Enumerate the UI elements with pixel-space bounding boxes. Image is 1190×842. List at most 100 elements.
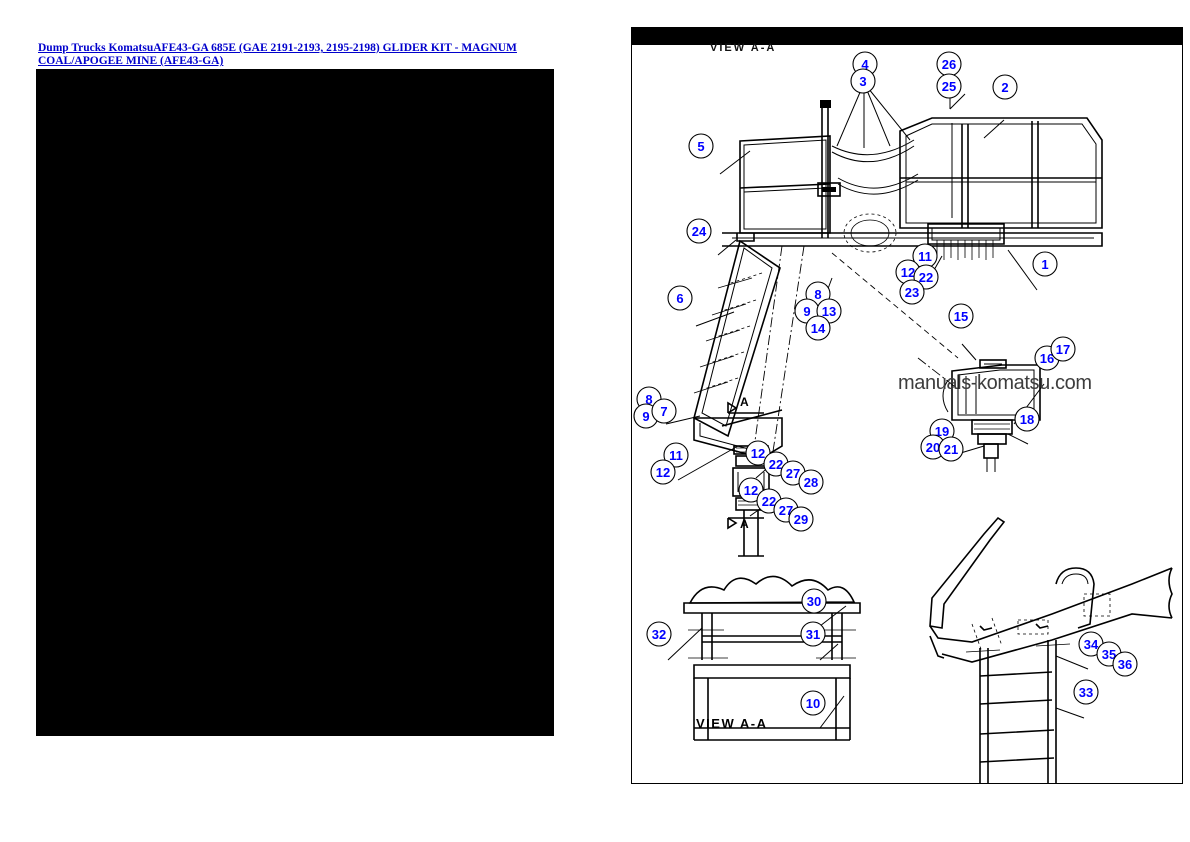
callout-6[interactable]: 6 <box>667 285 693 311</box>
callout-15[interactable]: 15 <box>948 303 974 329</box>
callout-number: 11 <box>669 448 683 463</box>
callout-bubble[interactable] <box>948 303 974 329</box>
section-label-bottom: A <box>740 517 749 531</box>
callout-36[interactable]: 36 <box>1112 651 1138 677</box>
callout-bubble[interactable] <box>800 690 826 716</box>
callout-number: 12 <box>656 465 670 480</box>
callout-22[interactable]: 22 <box>756 488 782 514</box>
callout-11[interactable]: 11 <box>663 442 689 468</box>
callout-number: 3 <box>859 74 866 89</box>
callout-number: 9 <box>642 409 649 424</box>
left-pane: Dump Trucks KomatsuAFE43-GA 685E (GAE 21… <box>36 42 554 736</box>
callout-number: 24 <box>692 224 707 239</box>
callout-bubble[interactable] <box>1073 679 1099 705</box>
callout-11[interactable]: 11 <box>912 243 938 269</box>
title-link-prefix[interactable]: Dump Trucks Komatsu <box>38 42 154 54</box>
callout-number: 25 <box>942 79 956 94</box>
callout-number: 20 <box>926 440 940 455</box>
callout-5[interactable]: 5 <box>688 133 714 159</box>
callout-bubble[interactable] <box>688 133 714 159</box>
callout-bubble[interactable] <box>1032 251 1058 277</box>
callout-bubble[interactable] <box>936 73 962 99</box>
callout-bubble[interactable] <box>801 588 827 614</box>
callout-bubble[interactable] <box>805 315 831 341</box>
view-aa-group: VIEW A-A <box>683 575 861 741</box>
callout-number: 8 <box>645 392 652 407</box>
callout-number: 13 <box>822 304 836 319</box>
callout-bubble[interactable] <box>651 398 677 424</box>
callout-3[interactable]: 3 <box>850 68 876 94</box>
callout-17[interactable]: 17 <box>1050 336 1076 362</box>
callout-bubble[interactable] <box>798 469 824 495</box>
callout-28[interactable]: 28 <box>798 469 824 495</box>
exploded-parts-drawing: A A <box>633 51 1173 783</box>
callout-number: 14 <box>811 321 826 336</box>
callout-number: 32 <box>652 627 666 642</box>
callout-bubble[interactable] <box>788 506 814 532</box>
callout-21[interactable]: 21 <box>938 436 964 462</box>
callout-number: 33 <box>1079 685 1093 700</box>
callout-number: 11 <box>918 249 932 264</box>
callout-bubble[interactable] <box>650 459 676 485</box>
section-label-top: A <box>740 395 749 409</box>
callout-number: 12 <box>744 483 758 498</box>
callout-bubble[interactable] <box>1014 406 1040 432</box>
page-preview-thumbnail[interactable] <box>36 69 554 736</box>
callout-leader-lines <box>665 74 1089 729</box>
clipped-header-text: VIEW A-A <box>710 42 777 51</box>
callout-10[interactable]: 10 <box>800 690 826 716</box>
callout-number: 10 <box>806 696 820 711</box>
callout-number: 22 <box>762 494 776 509</box>
callout-bubble[interactable] <box>667 285 693 311</box>
callout-12[interactable]: 12 <box>650 459 676 485</box>
callout-number: 28 <box>804 475 818 490</box>
callout-number: 22 <box>919 270 933 285</box>
callout-26[interactable]: 26 <box>936 51 962 77</box>
callout-24[interactable]: 24 <box>686 218 712 244</box>
callout-23[interactable]: 23 <box>899 279 925 305</box>
callout-20[interactable]: 20 <box>920 434 946 460</box>
callout-bubble[interactable] <box>1050 336 1076 362</box>
callout-31[interactable]: 31 <box>800 621 826 647</box>
callout-2[interactable]: 2 <box>992 74 1018 100</box>
callout-number: 21 <box>944 442 958 457</box>
callout-number: 36 <box>1118 657 1132 672</box>
callout-bubble[interactable] <box>938 436 964 462</box>
callout-30[interactable]: 30 <box>801 588 827 614</box>
boom-detail-group <box>929 516 1173 783</box>
callout-number: 30 <box>807 594 821 609</box>
callout-34[interactable]: 34 <box>1078 631 1104 657</box>
callout-number: 8 <box>814 287 821 302</box>
callout-32[interactable]: 32 <box>646 621 672 647</box>
callout-22[interactable]: 22 <box>763 451 789 477</box>
callout-33[interactable]: 33 <box>1073 679 1099 705</box>
callout-number: 15 <box>954 309 968 324</box>
title-link-rest[interactable]: AFE43-GA 685E (GAE 2191-2193, 2195-2198)… <box>38 42 517 68</box>
callout-number: 18 <box>1020 412 1034 427</box>
callout-29[interactable]: 29 <box>788 506 814 532</box>
callout-number: 9 <box>803 304 810 319</box>
callout-bubble[interactable] <box>646 621 672 647</box>
view-aa-label: VIEW A-A <box>696 716 767 731</box>
callout-14[interactable]: 14 <box>805 315 831 341</box>
callout-1[interactable]: 1 <box>1032 251 1058 277</box>
callout-number: 34 <box>1084 637 1099 652</box>
callout-bubble[interactable] <box>992 74 1018 100</box>
callout-bubble[interactable] <box>800 621 826 647</box>
callout-bubble[interactable] <box>1112 651 1138 677</box>
callout-number: 17 <box>1056 342 1070 357</box>
callout-7[interactable]: 7 <box>651 398 677 424</box>
callout-bubble[interactable] <box>663 442 689 468</box>
callout-number: 12 <box>751 446 765 461</box>
parts-diagram-pane: VIEW A-A <box>631 27 1183 784</box>
truck-body-group <box>722 82 1103 260</box>
callout-25[interactable]: 25 <box>936 73 962 99</box>
callout-bubble[interactable] <box>686 218 712 244</box>
callout-number: 6 <box>676 291 683 306</box>
callout-bubble[interactable] <box>899 279 925 305</box>
document-title-link[interactable]: Dump Trucks KomatsuAFE43-GA 685E (GAE 21… <box>38 42 538 68</box>
callout-number: 2 <box>1001 80 1008 95</box>
callout-number: 26 <box>942 57 956 72</box>
callout-bubble[interactable] <box>850 68 876 94</box>
callout-18[interactable]: 18 <box>1014 406 1040 432</box>
